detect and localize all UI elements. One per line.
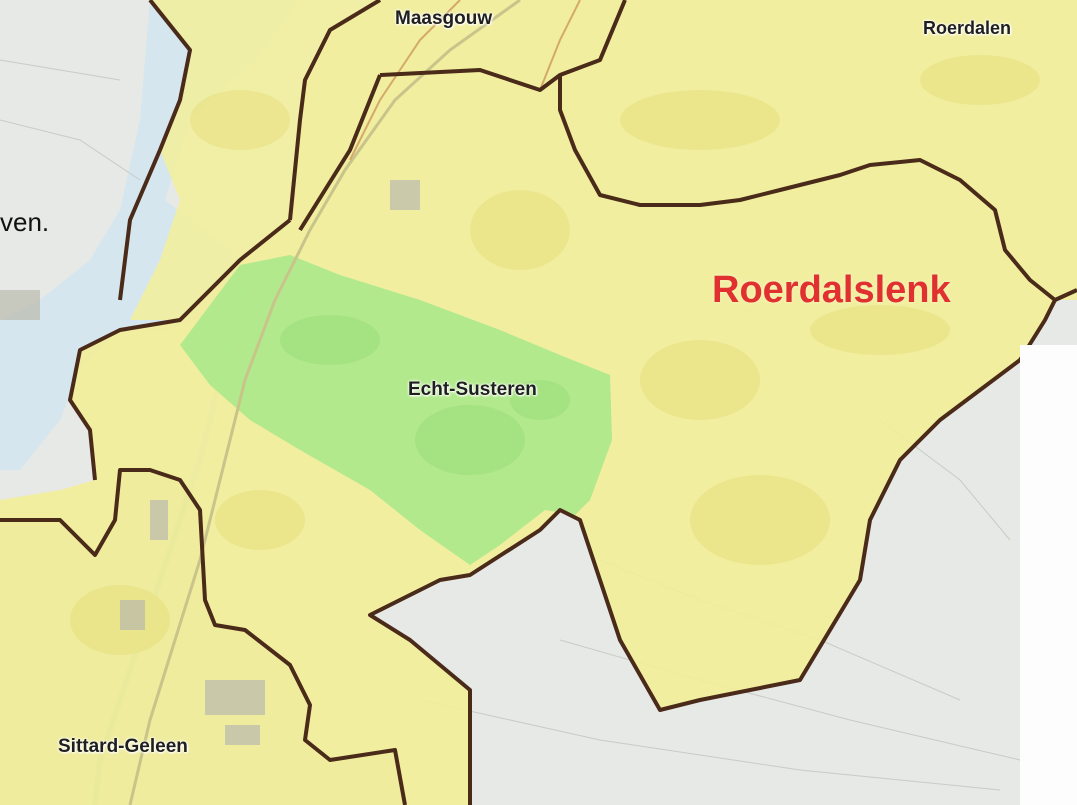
white-overlay-panel xyxy=(1020,345,1077,805)
region-label-roerdalslenk: Roerdalslenk xyxy=(712,269,951,311)
highlight-texture xyxy=(280,315,570,475)
place-label-roerdalen: Roerdalen xyxy=(923,18,1012,38)
cut-off-text-fragment: ven. xyxy=(0,207,50,237)
place-label-echt-susteren: Echt-Susteren xyxy=(408,379,537,400)
place-label-sittard-geleen: Sittard-Geleen xyxy=(58,736,188,757)
place-label-maasgouw: Maasgouw xyxy=(395,8,493,29)
region-north xyxy=(130,0,380,320)
water-area-left xyxy=(0,0,300,470)
roads xyxy=(128,0,581,805)
region-southwest xyxy=(0,470,405,805)
urban-areas xyxy=(0,180,420,745)
